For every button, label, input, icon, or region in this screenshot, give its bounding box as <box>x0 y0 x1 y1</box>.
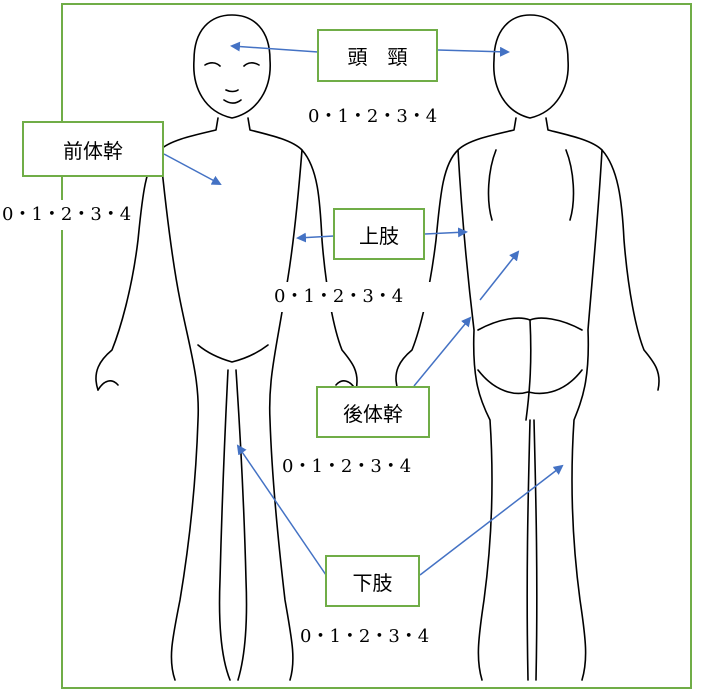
label-head-neck: 頭 頸 <box>317 29 438 82</box>
label-lower-limbs: 下肢 <box>325 555 420 607</box>
score-posterior-trunk: 0・1・2・3・4 <box>280 452 413 482</box>
label-upper-limbs: 上肢 <box>333 208 425 260</box>
label-posterior-trunk: 後体幹 <box>316 386 430 438</box>
score-head-neck: 0・1・2・3・4 <box>306 102 439 132</box>
score-anterior-trunk: 0・1・2・3・4 <box>0 200 133 230</box>
label-anterior-trunk: 前体幹 <box>22 121 164 177</box>
score-upper-limbs: 0・1・2・3・4 <box>272 282 466 312</box>
score-lower-limbs: 0・1・2・3・4 <box>298 622 431 652</box>
